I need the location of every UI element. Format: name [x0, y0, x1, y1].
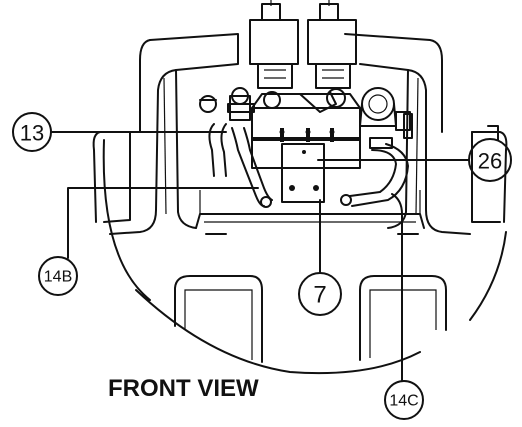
solenoid-valve-right [307, 0, 357, 89]
mounting-bracket [251, 137, 361, 203]
housing-shell [92, 33, 508, 235]
callout-13: 13 [12, 112, 52, 152]
callout-14c: 14C [384, 380, 424, 420]
base-plate [195, 190, 425, 229]
callout-7-label: 7 [313, 282, 326, 309]
callout-26-label: 26 [478, 149, 502, 174]
pressure-gauge [359, 87, 413, 149]
callout-14b: 14B [38, 256, 78, 296]
view-title: FRONT VIEW [108, 375, 259, 402]
tube-13 [208, 123, 227, 177]
valve-manifold [227, 87, 361, 142]
tube-14b [231, 127, 273, 208]
callout-13-label: 13 [20, 121, 44, 146]
side-port [199, 95, 217, 113]
callout-14b-label: 14B [44, 269, 72, 286]
view-outline [102, 139, 507, 375]
solenoid-valve-left [249, 0, 299, 89]
leader-lines [51, 131, 469, 381]
callout-14c-label: 14C [389, 393, 418, 410]
lower-pockets [174, 233, 447, 363]
callout-26: 26 [468, 138, 512, 182]
tube-14c [340, 143, 409, 207]
callout-7: 7 [298, 272, 342, 316]
